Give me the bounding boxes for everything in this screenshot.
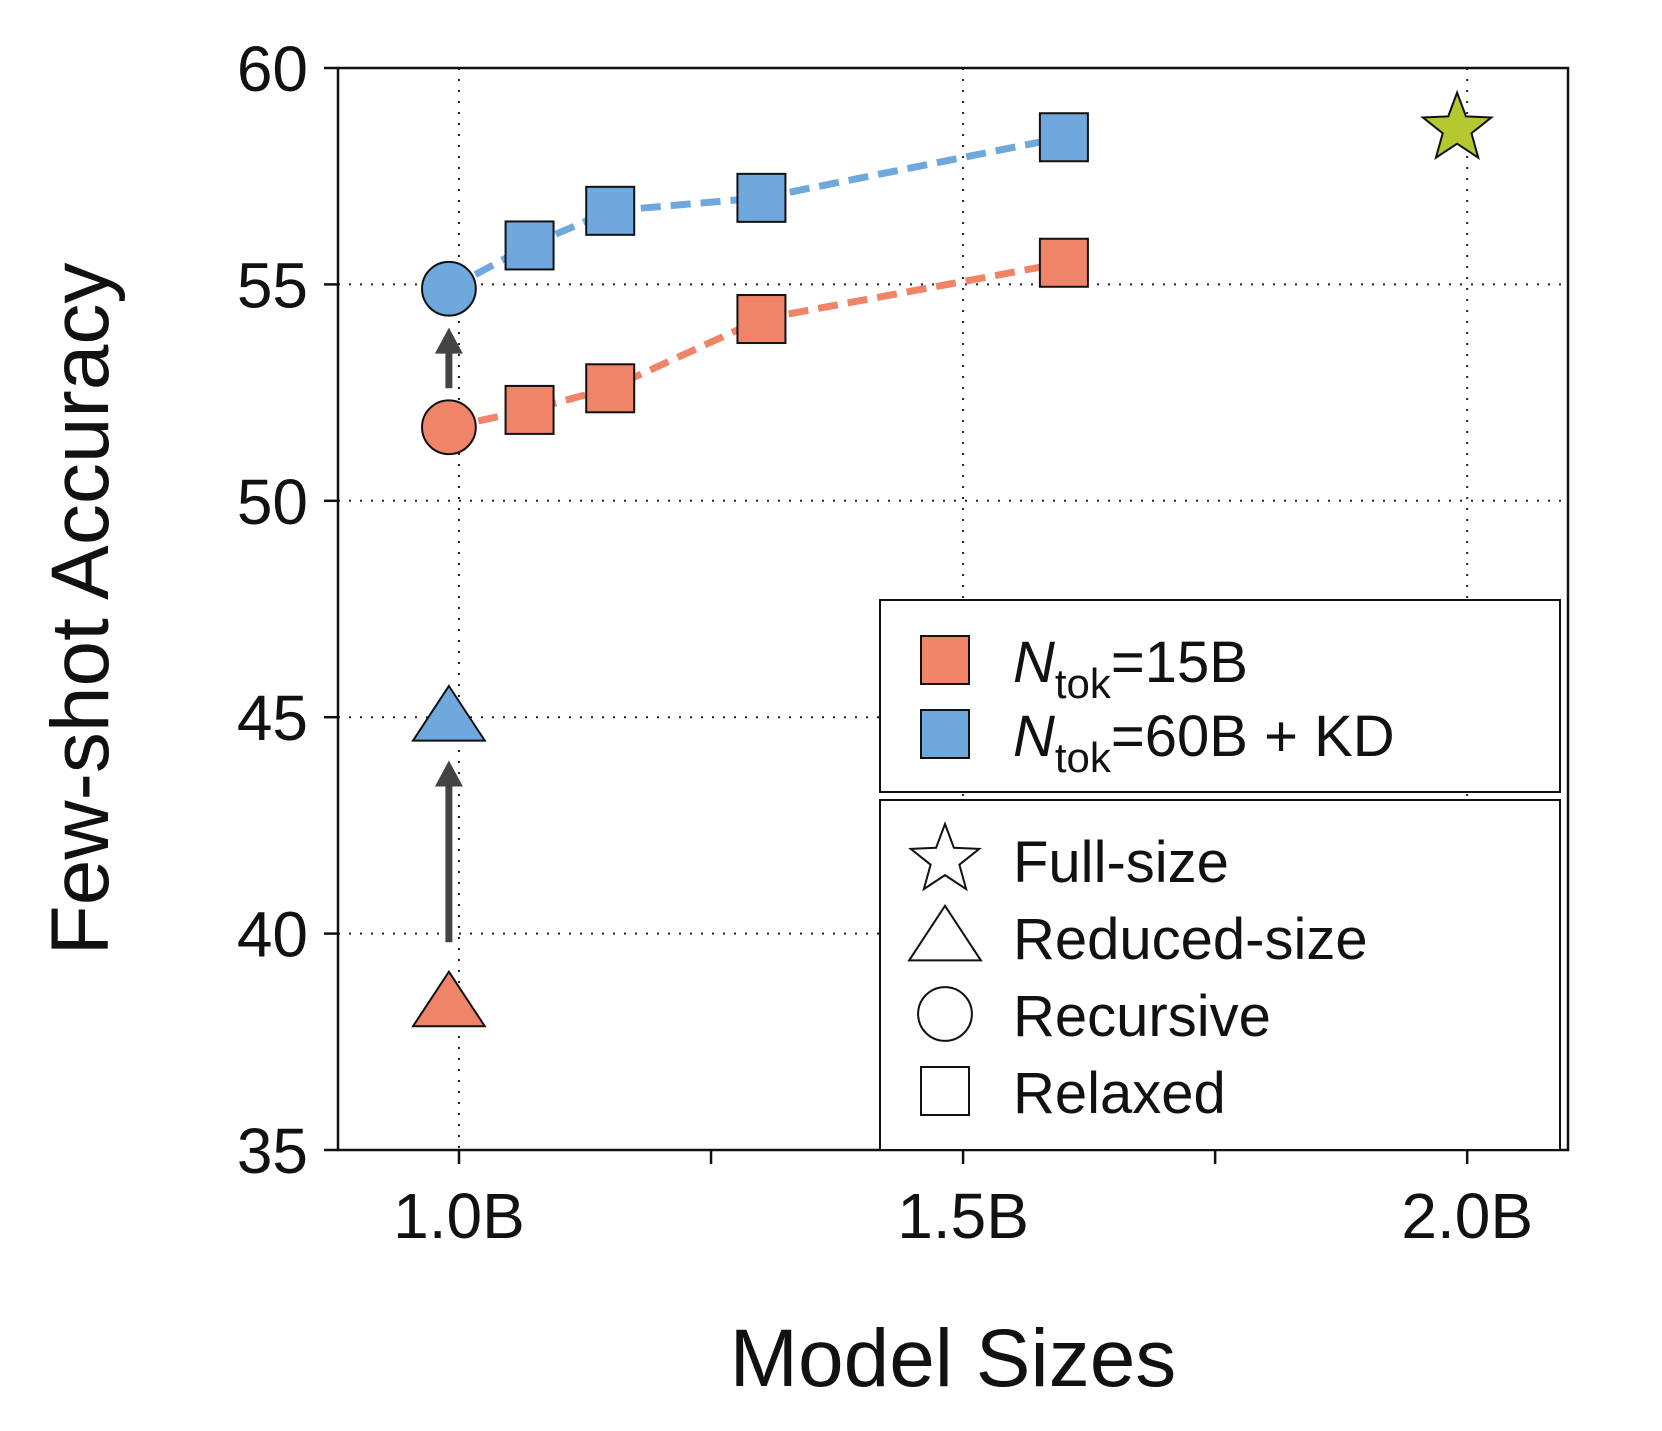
y-tick-label-3: 50 bbox=[237, 466, 308, 538]
y-tick-label-5: 60 bbox=[237, 33, 308, 105]
legend-marker-star bbox=[908, 821, 982, 892]
series-0-point-4 bbox=[736, 294, 787, 345]
legend-series-box bbox=[879, 599, 1561, 793]
x-axis-title: Model Sizes bbox=[730, 1313, 1177, 1404]
series-0-point-2 bbox=[504, 384, 555, 435]
legend-series-label-1: Ntok=60B + KD bbox=[1013, 704, 1395, 781]
y-tick-label-0: 35 bbox=[237, 1115, 308, 1187]
legend-marker-label-0: Full-size bbox=[1013, 830, 1229, 895]
series-line-1 bbox=[447, 133, 1065, 292]
arrows-layer bbox=[434, 327, 463, 943]
arrow-head-1 bbox=[434, 327, 463, 354]
series-1-point-4 bbox=[736, 172, 787, 223]
legend-marker-circle bbox=[917, 986, 973, 1042]
series-0-point-0 bbox=[411, 969, 487, 1028]
legend-marker-label-2: Recursive bbox=[1013, 984, 1271, 1049]
series-0-point-3 bbox=[585, 363, 636, 414]
y-axis-title: Few-shot Accuracy bbox=[35, 263, 126, 956]
legend-series-label-0: Ntok=15B bbox=[1013, 630, 1248, 707]
series-0-point-1 bbox=[421, 399, 477, 456]
legend-marker-label-3: Relaxed bbox=[1013, 1061, 1226, 1126]
series-1-point-2 bbox=[504, 220, 555, 271]
y-tick-label-1: 40 bbox=[237, 899, 308, 971]
ticks-layer: 35 40 45 50 55 60 1.0B 1.5B 2.0B bbox=[237, 33, 1533, 1252]
legend-marker-label-1: Reduced-size bbox=[1013, 907, 1368, 972]
y-tick-label-2: 45 bbox=[237, 682, 308, 754]
series-1-point-5 bbox=[1038, 112, 1089, 163]
legend-series-swatch-0 bbox=[920, 635, 970, 685]
series-1-point-0 bbox=[411, 684, 487, 742]
series-1-point-1 bbox=[421, 260, 477, 317]
x-tick-label-1: 1.5B bbox=[897, 1180, 1029, 1252]
markers-layer bbox=[411, 89, 1495, 1028]
arrow-head-0 bbox=[434, 760, 463, 787]
x-tick-label-0: 1.0B bbox=[393, 1180, 525, 1252]
legend-marker-square bbox=[920, 1066, 970, 1116]
series-1-point-3 bbox=[585, 185, 636, 236]
legend-marker-triangle bbox=[907, 903, 983, 962]
series-0-point-5 bbox=[1038, 237, 1089, 288]
x-tick-label-2: 2.0B bbox=[1401, 1180, 1533, 1252]
full-size-point bbox=[1420, 89, 1495, 161]
legend-series-swatch-1 bbox=[920, 709, 970, 759]
y-tick-label-4: 55 bbox=[237, 249, 308, 321]
legend-markers-box bbox=[879, 799, 1561, 1151]
